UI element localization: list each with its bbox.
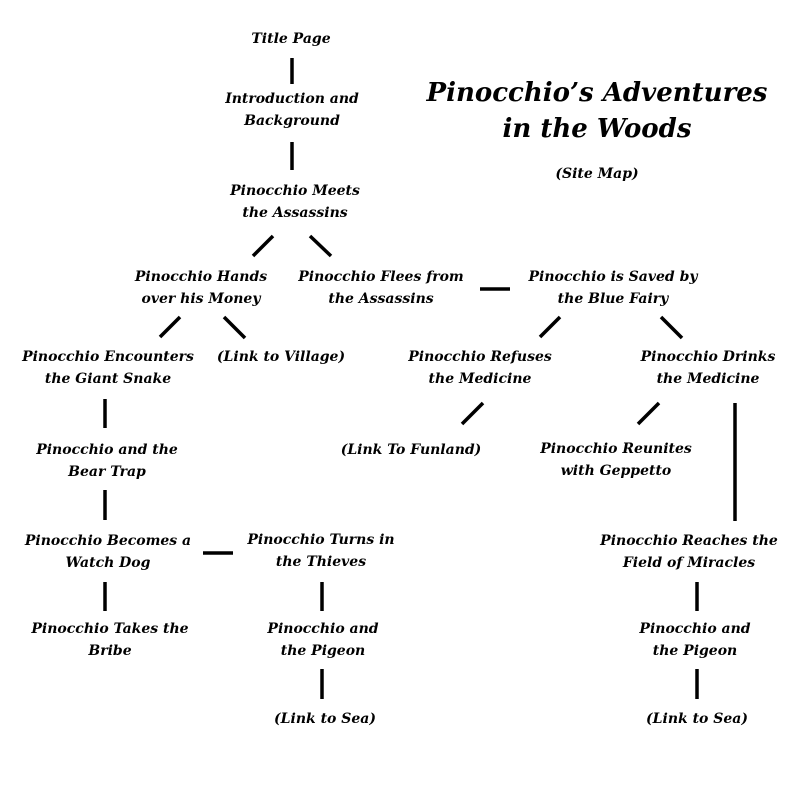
connector-meets-flees	[308, 234, 333, 258]
node-reunites-geppetto[interactable]: Pinocchio Reunites with Geppetto	[540, 438, 692, 482]
page-title-line-1: Pinocchio’s Adventures	[426, 78, 768, 108]
connector-saved-drinks	[659, 315, 684, 340]
node-label: Pinocchio Reaches the	[600, 533, 778, 549]
node-label: (Link To Funland)	[340, 442, 482, 458]
node-label: the Medicine	[428, 371, 532, 387]
node-label: Field of Miracles	[622, 555, 756, 571]
node-label: Watch Dog	[65, 555, 151, 571]
page-title-line-2: in the Woods	[502, 114, 692, 144]
node-label: with Geppetto	[560, 463, 672, 479]
node-pigeon-left[interactable]: Pinocchio and the Pigeon	[267, 618, 378, 662]
connector-hands-snake	[158, 315, 182, 339]
connector-refuses-funland	[460, 401, 485, 426]
node-label: Pinocchio and	[267, 621, 379, 637]
node-label: the Assassins	[328, 291, 434, 307]
page-title: Pinocchio’s Adventures in the Woods	[427, 75, 768, 147]
node-turns-thieves[interactable]: Pinocchio Turns in the Thieves	[247, 529, 394, 573]
node-pigeon-right[interactable]: Pinocchio and the Pigeon	[639, 618, 750, 662]
node-label: (Link to Sea)	[274, 711, 376, 727]
node-label: (Link to Village)	[216, 349, 346, 365]
node-label: the Thieves	[275, 554, 367, 570]
node-link-funland[interactable]: (Link To Funland)	[341, 439, 482, 461]
node-label: Pinocchio Hands	[134, 269, 268, 285]
node-drinks-medicine[interactable]: Pinocchio Drinks the Medicine	[641, 346, 776, 390]
node-field-miracles[interactable]: Pinocchio Reaches the Field of Miracles	[600, 530, 778, 574]
node-label: Pinocchio Takes the	[31, 621, 189, 637]
node-label: the Blue Fairy	[557, 291, 669, 307]
node-label: Pinocchio Reunites	[540, 441, 692, 457]
node-label: Introduction and	[225, 91, 359, 107]
node-link-village[interactable]: (Link to Village)	[217, 346, 345, 368]
node-label: Background	[244, 113, 340, 129]
node-label: Pinocchio and	[639, 621, 751, 637]
node-bear-trap[interactable]: Pinocchio and the Bear Trap	[36, 439, 178, 483]
connector-hands-village	[222, 315, 247, 340]
node-watch-dog[interactable]: Pinocchio Becomes a Watch Dog	[25, 530, 191, 574]
node-label: the Medicine	[656, 371, 760, 387]
node-introduction[interactable]: Introduction and Background	[225, 88, 359, 132]
node-takes-bribe[interactable]: Pinocchio Takes the Bribe	[31, 618, 188, 662]
node-label: Pinocchio Flees from	[298, 269, 464, 285]
node-label: the Assassins	[242, 205, 348, 221]
connector-meets-hands	[251, 234, 275, 258]
connector-saved-refuses	[538, 315, 562, 339]
node-label: Pinocchio Refuses	[408, 349, 552, 365]
node-label: the Pigeon	[280, 643, 366, 659]
node-label: Pinocchio and the	[36, 442, 178, 458]
node-label: Pinocchio Meets	[230, 183, 360, 199]
node-saved-fairy[interactable]: Pinocchio is Saved by the Blue Fairy	[528, 266, 697, 310]
node-label: Bribe	[88, 643, 132, 659]
node-label: (Link to Sea)	[646, 711, 748, 727]
page-subtitle: (Site Map)	[555, 166, 639, 182]
node-link-sea-right[interactable]: (Link to Sea)	[646, 708, 748, 730]
node-label: over his Money	[141, 291, 261, 307]
node-hands-money[interactable]: Pinocchio Hands over his Money	[135, 266, 267, 310]
node-refuses-medicine[interactable]: Pinocchio Refuses the Medicine	[408, 346, 552, 390]
node-flees-assassins[interactable]: Pinocchio Flees from the Assassins	[298, 266, 464, 310]
node-label: Bear Trap	[68, 464, 146, 480]
node-label: the Pigeon	[652, 643, 738, 659]
node-label: Title Page	[251, 31, 331, 47]
connector-drinks-geppetto	[636, 401, 661, 426]
node-title-page[interactable]: Title Page	[251, 28, 330, 50]
node-label: Pinocchio Turns in	[247, 532, 395, 548]
node-label: the Giant Snake	[44, 371, 172, 387]
node-link-sea-left[interactable]: (Link to Sea)	[274, 708, 376, 730]
node-giant-snake[interactable]: Pinocchio Encounters the Giant Snake	[22, 346, 194, 390]
node-meets-assassins[interactable]: Pinocchio Meets the Assassins	[230, 180, 360, 224]
node-label: Pinocchio Encounters	[22, 349, 194, 365]
node-label: Pinocchio is Saved by	[528, 269, 698, 285]
node-label: Pinocchio Becomes a	[24, 533, 192, 549]
node-label: Pinocchio Drinks	[640, 349, 776, 365]
